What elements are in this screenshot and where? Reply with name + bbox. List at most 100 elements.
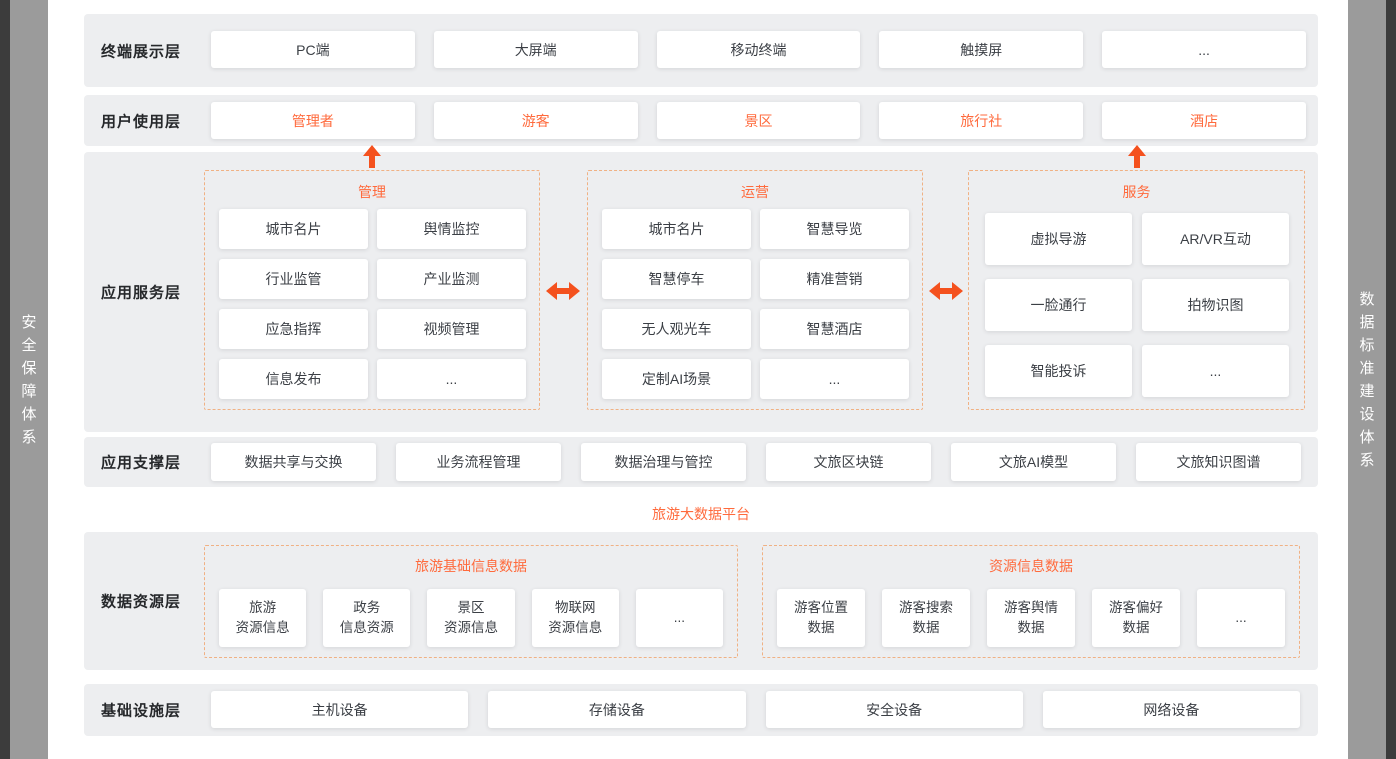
node-line-1: 游客舆情 <box>1004 600 1058 615</box>
infra-node: 主机设备 <box>211 691 469 728</box>
layer-label-app-service: 应用服务层 <box>101 284 182 302</box>
management-node: 舆情监控 <box>377 209 526 249</box>
group-service-grid: 虚拟导游 AR/VR互动 一脸通行 拍物识图 智能投诉 ... <box>985 213 1289 397</box>
user-node: 酒店 <box>1102 102 1306 139</box>
terminal-node: PC端 <box>211 31 415 68</box>
operation-node: 智慧导览 <box>760 209 909 249</box>
terminal-node: 移动终端 <box>656 31 861 68</box>
right-sidebar-label: 数据标准建设体系 <box>1359 290 1375 469</box>
app-support-layer-panel: 应用支撑层 数据共享与交换 业务流程管理 数据治理与管控 文旅区块链 文旅AI模… <box>84 437 1318 487</box>
node-line-1: 政务 <box>353 600 381 615</box>
user-node-row: 管理者 游客 景区 旅行社 酒店 <box>211 102 1306 139</box>
node-line-1: ... <box>1235 610 1247 625</box>
support-node: 数据治理与管控 <box>581 443 746 481</box>
service-node: 虚拟导游 <box>985 213 1132 265</box>
group-tourism-basic-data-title: 旅游基础信息数据 <box>415 558 527 574</box>
node-line-2: 数据 <box>1017 620 1045 635</box>
operation-node: 精准营销 <box>760 259 909 299</box>
node-line-1: 游客搜索 <box>899 600 953 615</box>
node-line-1: 旅游 <box>249 600 277 615</box>
terminal-node: ... <box>1102 31 1306 68</box>
operation-node: 智慧停车 <box>602 259 751 299</box>
up-arrow-icon <box>1127 145 1147 168</box>
group-resource-info-data: 资源信息数据 游客位置 数据 游客搜索 数据 游客舆情 数据 游客偏好 数据 <box>762 545 1300 658</box>
management-node: ... <box>377 359 526 399</box>
user-node: 游客 <box>433 102 638 139</box>
node-line-2: 数据 <box>807 620 835 635</box>
terminal-node-row: PC端 大屏端 移动终端 触摸屏 ... <box>211 31 1306 68</box>
resource-data-node: 游客搜索 数据 <box>882 589 970 647</box>
node-line-1: ... <box>673 610 686 625</box>
resource-data-node: 游客位置 数据 <box>777 589 865 647</box>
group-management-grid: 城市名片 舆情监控 行业监管 产业监测 应急指挥 视频管理 信息发布 ... <box>219 209 526 399</box>
group-operation: 运营 城市名片 智慧导览 智慧停车 精准营销 无人观光车 智慧酒店 定制AI场景… <box>587 170 923 410</box>
operation-node: 无人观光车 <box>602 309 751 349</box>
left-sidebar: 安全保障体系 <box>10 0 48 759</box>
node-line-1: 游客偏好 <box>1109 600 1163 615</box>
service-node: ... <box>1142 345 1289 397</box>
operation-node: ... <box>760 359 909 399</box>
operation-node: 定制AI场景 <box>602 359 751 399</box>
resource-data-node: ... <box>1197 589 1285 647</box>
group-service: 服务 虚拟导游 AR/VR互动 一脸通行 拍物识图 智能投诉 ... <box>968 170 1305 410</box>
node-line-2: 信息资源 <box>339 620 394 635</box>
management-node: 产业监测 <box>377 259 526 299</box>
node-line-2: 数据 <box>912 620 940 635</box>
terminal-display-layer-panel: 终端展示层 PC端 大屏端 移动终端 触摸屏 ... <box>84 14 1318 87</box>
node-line-2: 数据 <box>1122 620 1150 635</box>
layer-label-data-resource: 数据资源层 <box>101 593 182 611</box>
resource-data-node: 游客偏好 数据 <box>1092 589 1180 647</box>
double-arrow-icon <box>929 282 963 300</box>
left-dark-edge <box>0 0 10 759</box>
support-node: 业务流程管理 <box>396 443 561 481</box>
layer-label-user: 用户使用层 <box>101 113 182 130</box>
double-arrow-icon <box>546 282 580 300</box>
management-node: 城市名片 <box>219 209 368 249</box>
support-node: 数据共享与交换 <box>211 443 376 481</box>
group-management: 管理 城市名片 舆情监控 行业监管 产业监测 应急指挥 视频管理 信息发布 ..… <box>204 170 540 410</box>
service-node: AR/VR互动 <box>1142 213 1289 265</box>
management-node: 行业监管 <box>219 259 368 299</box>
user-node: 旅行社 <box>879 102 1084 139</box>
user-node: 景区 <box>656 102 861 139</box>
right-sidebar: 数据标准建设体系 <box>1348 0 1386 759</box>
user-node: 管理者 <box>211 102 415 139</box>
tourism-data-node-row: 旅游 资源信息 政务 信息资源 景区 资源信息 物联网 资源信息 ... <box>219 589 724 647</box>
tourism-data-node: 旅游 资源信息 <box>219 589 307 647</box>
management-node: 视频管理 <box>377 309 526 349</box>
node-line-1: 景区 <box>457 600 485 615</box>
infrastructure-layer-panel: 基础设施层 主机设备 存储设备 安全设备 网络设备 <box>84 684 1318 736</box>
group-management-title: 管理 <box>358 184 386 200</box>
node-line-2: 资源信息 <box>548 620 603 635</box>
operation-node: 城市名片 <box>602 209 751 249</box>
service-node: 智能投诉 <box>985 345 1132 397</box>
tourism-data-node: 物联网 资源信息 <box>531 589 619 647</box>
operation-node: 智慧酒店 <box>760 309 909 349</box>
group-service-title: 服务 <box>1122 184 1151 200</box>
data-resource-layer-panel: 数据资源层 旅游基础信息数据 旅游 资源信息 政务 信息资源 景区 资源信息 物… <box>84 532 1318 670</box>
right-dark-edge <box>1386 0 1396 759</box>
layer-label-app-support: 应用支撑层 <box>101 454 182 472</box>
support-node-row: 数据共享与交换 业务流程管理 数据治理与管控 文旅区块链 文旅AI模型 文旅知识… <box>211 443 1301 481</box>
left-sidebar-label: 安全保障体系 <box>21 313 37 446</box>
infra-node: 安全设备 <box>765 691 1023 728</box>
app-service-layer-panel: 应用服务层 管理 城市名片 舆情监控 行业监管 产业监测 应急指挥 视频管理 信… <box>84 152 1318 432</box>
tourism-data-node: ... <box>635 589 724 647</box>
group-tourism-basic-data: 旅游基础信息数据 旅游 资源信息 政务 信息资源 景区 资源信息 物联网 资源信… <box>204 545 738 658</box>
support-node: 文旅区块链 <box>766 443 931 481</box>
infra-node: 存储设备 <box>488 691 746 728</box>
big-data-platform-label: 旅游大数据平台 <box>652 506 750 522</box>
node-line-1: 游客位置 <box>794 600 848 615</box>
node-line-1: 物联网 <box>554 600 596 615</box>
management-node: 信息发布 <box>219 359 368 399</box>
up-arrow-icon <box>362 145 382 168</box>
group-operation-grid: 城市名片 智慧导览 智慧停车 精准营销 无人观光车 智慧酒店 定制AI场景 ..… <box>602 209 909 399</box>
tourism-data-node: 政务 信息资源 <box>323 589 411 647</box>
terminal-node: 大屏端 <box>433 31 638 68</box>
support-node: 文旅知识图谱 <box>1136 443 1301 481</box>
node-line-2: 资源信息 <box>235 620 290 635</box>
management-node: 应急指挥 <box>219 309 368 349</box>
tourism-data-node: 景区 资源信息 <box>427 589 515 647</box>
support-node: 文旅AI模型 <box>951 443 1116 481</box>
